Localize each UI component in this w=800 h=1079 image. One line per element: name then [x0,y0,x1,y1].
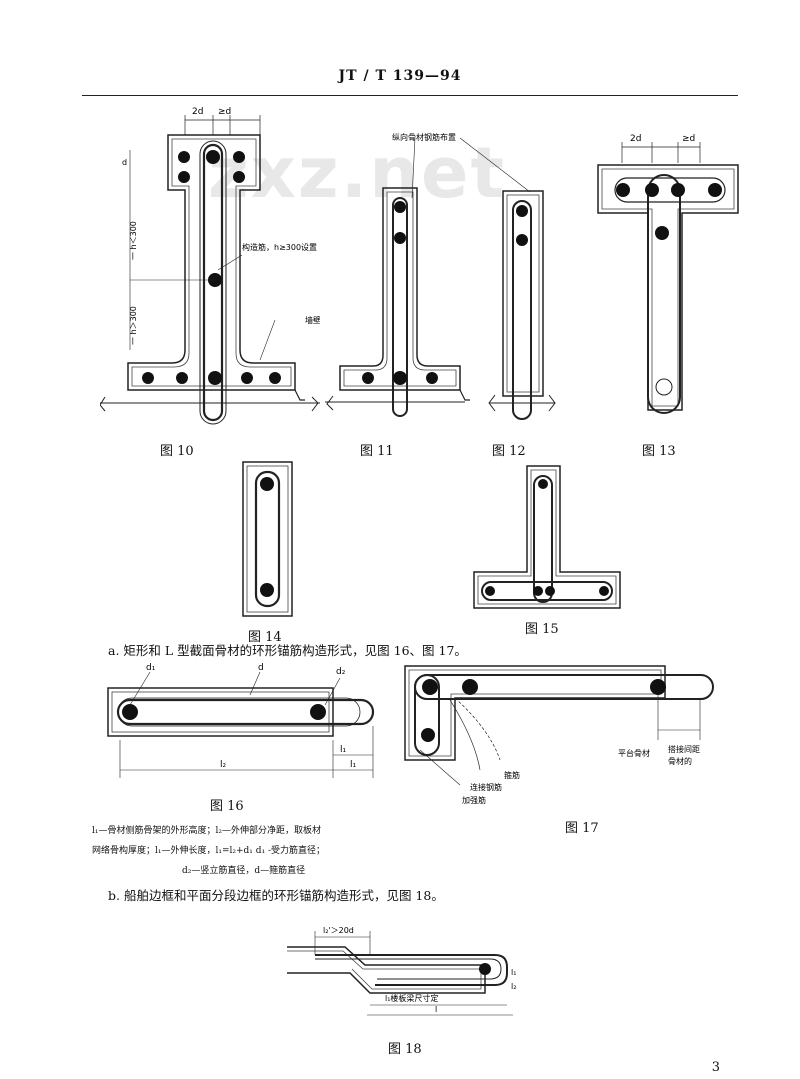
f16-label-d2: d₂ [336,667,346,677]
figure-10: 2d ≥d d 一 h＜300 一 h＞300 构造筋，h≥300设置 墙壁板 [100,107,320,425]
legend-line-2: 网络骨构厚度；l₁—外伸长度，l₁=l₂+d₁ d₁ -受力筋直径； [92,846,326,856]
figure-15-caption: 图 15 [525,622,559,637]
f16-label-d: d [258,663,264,673]
figure-12-leader: 纵向骨材钢筋布置 [392,132,531,199]
f10-label-h2: 一 h＞300 [129,306,138,345]
figure-15 [473,465,621,609]
figure-11 [325,187,470,417]
figure-12-caption: 图 12 [492,444,526,459]
f17-label-e: 连接钢筋 [470,782,502,792]
f18-label-l2: l₂ [511,982,516,991]
figure-17: 搭接间距 骨材的 平台骨材 箍筋 连接钢筋 加强筋 [404,665,714,805]
figure-10-caption: 图 10 [160,444,194,459]
figure-14 [242,461,293,617]
f16-label-d1: d₁ [146,663,156,673]
figure-16-caption: 图 16 [210,799,244,814]
f10-label-qbb: 墙壁板 [305,315,320,325]
figure-12 [488,190,556,420]
figure-11-caption: 图 11 [360,444,394,459]
f10-label-d: d [122,158,127,167]
paragraph-b: b. 船舶边框和平面分段边框的环形锚筋构造形式，见图 18。 [108,888,444,903]
f10-label-h1: 一 h＜300 [129,221,138,260]
f10-label-gzj: 构造筋，h≥300设置 [242,242,317,252]
page-number: 3 [711,1060,720,1075]
legend-line-3: d₂—竖立筋直径，d—箍筋直径 [182,866,306,876]
f12-label-zxgc: 纵向骨材钢筋布置 [392,132,456,142]
f16-label-l2: l₂ [220,760,227,770]
f17-label-d: 箍筋 [504,770,520,780]
figure-18-caption: 图 18 [388,1042,422,1057]
figure-13: 2d ≥d [597,134,739,414]
legend-line-1: l₁—骨材侧筋骨架的外形高度；l₂—外伸部分净距，取板材 [92,826,321,836]
f17-label-f: 加强筋 [462,795,486,805]
watermark: zxz.net [208,132,506,214]
page-header: JT / T 139—94 [338,68,462,84]
f18-label-l: l [435,1005,437,1014]
paragraph-a: a. 矩形和 L 型截面骨材的环形锚筋构造形式，见图 16、图 17。 [108,643,467,658]
f10-label-ged: ≥d [218,107,231,117]
f18-label-l1: l₁ [511,968,516,977]
figure-17-caption: 图 17 [565,821,599,836]
f17-label-a: 搭接间距 [668,744,700,754]
figure-16: d₁ d d₂ l₁ l₂ l₁ [107,663,375,778]
f17-label-c: 平台骨材 [618,748,650,758]
figure-18: l₂'＞20d l₁ l₂ l₁楼板梁尺寸定 l [287,926,516,1016]
f18-label-l2p: l₂'＞20d [323,926,354,935]
f13-label-ged: ≥d [682,134,695,144]
f16-label-lc: l₁ [350,760,357,770]
f13-label-2d: 2d [630,134,641,144]
f17-label-b: 骨材的 [668,756,692,766]
f10-label-2d: 2d [192,107,203,117]
figure-14-caption: 图 14 [248,630,282,645]
header-rule [82,95,738,96]
f16-label-l1: l₁ [340,745,347,755]
figure-13-caption: 图 13 [642,444,676,459]
f18-label-l1-board: l₁楼板梁尺寸定 [385,993,438,1003]
